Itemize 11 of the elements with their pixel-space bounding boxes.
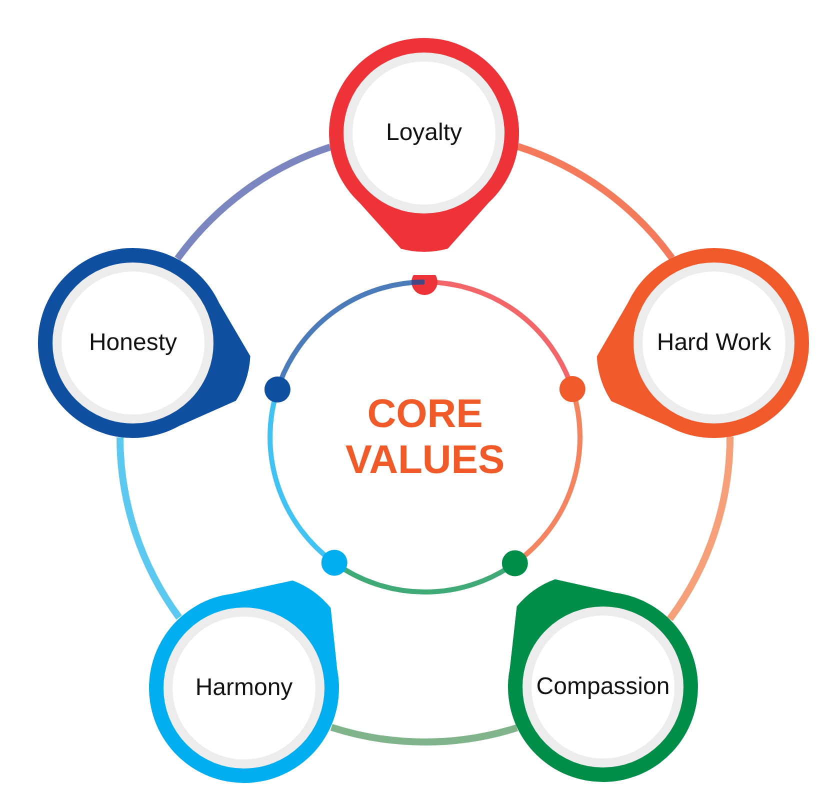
ring-connector bbox=[330, 724, 518, 745]
value-label: Harmony bbox=[195, 674, 293, 702]
ring-connector bbox=[174, 144, 332, 261]
ring-connector bbox=[116, 437, 182, 620]
ring-connector bbox=[516, 143, 675, 260]
value-label: Compassion bbox=[536, 673, 670, 701]
center-title: CORE VALUES bbox=[344, 391, 506, 483]
value-label: Hard Work bbox=[656, 329, 772, 357]
ring-connector bbox=[666, 436, 734, 621]
value-label: Loyalty bbox=[386, 119, 462, 147]
value-label: Honesty bbox=[88, 329, 178, 357]
